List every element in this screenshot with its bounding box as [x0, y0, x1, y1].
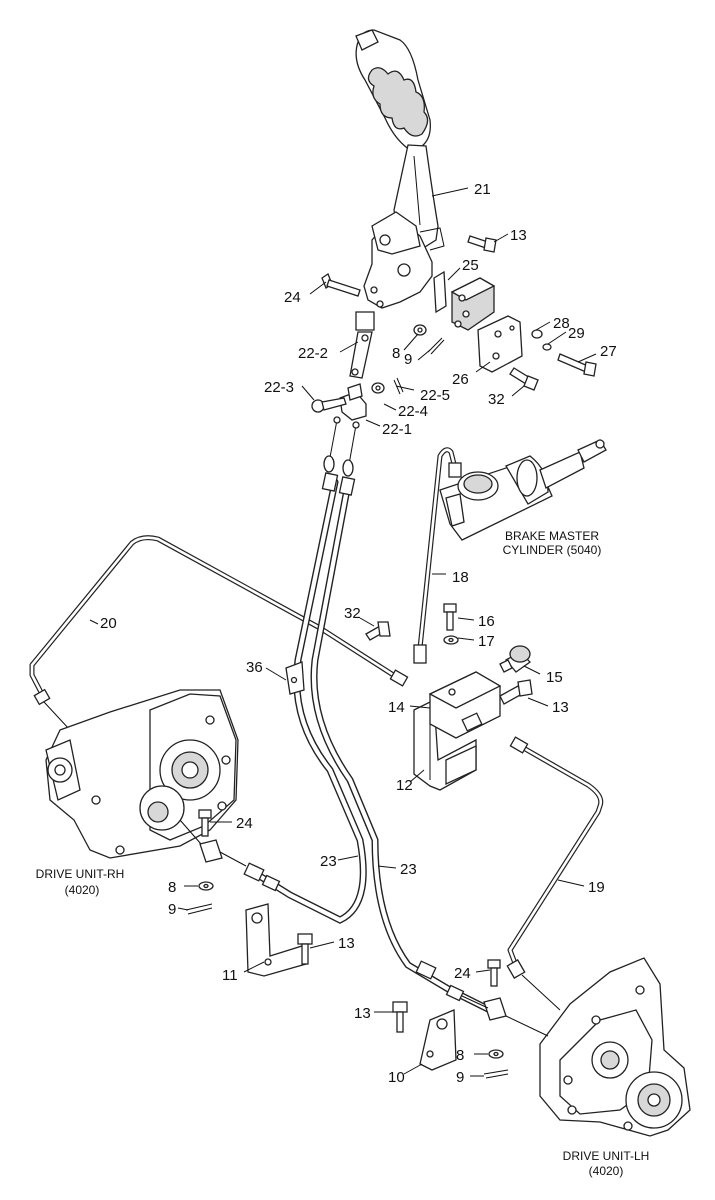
washer-22-4: [371, 382, 385, 394]
callout-32: 32: [344, 605, 361, 622]
callout-13: 13: [552, 699, 569, 716]
plate-26: [477, 315, 523, 373]
brake-master-caption-line1: BRAKE MASTER: [505, 529, 599, 543]
cable-end-rods: [321, 416, 360, 496]
bolt-32-block: [365, 621, 391, 641]
drive-unit-lh: [539, 957, 691, 1137]
part-callouts: 21 13 25 24 28 29 27 22-2 8 9 26 22-3 22…: [100, 181, 617, 1086]
parking-brake-switch: [450, 277, 496, 331]
callout-8: 8: [392, 345, 400, 362]
brake-tube-19: [506, 736, 604, 1011]
bolt-13-block: [499, 679, 533, 705]
pin-22-5: [393, 377, 404, 395]
callout-24: 24: [236, 815, 253, 832]
washer-17: [443, 635, 459, 645]
bracket-10: [419, 1009, 457, 1071]
callout-32: 32: [488, 391, 505, 408]
callout-22-3: 22-3: [264, 379, 294, 396]
bolt-32-plate: [509, 367, 539, 391]
junction-block-14: [428, 671, 502, 739]
drive-unit-rh-caption-line2: (4020): [65, 883, 100, 897]
callout-9: 9: [168, 901, 176, 918]
leader-lines: [89, 187, 597, 1077]
callout-9: 9: [404, 351, 412, 368]
cable-end-rh: [219, 851, 281, 892]
cotter-pin-9-rh: [185, 903, 213, 915]
brake-master-cylinder: [439, 439, 607, 541]
callout-15: 15: [546, 669, 563, 686]
washer-28: [531, 329, 543, 339]
bolt-16: [443, 603, 457, 631]
callout-14: 14: [388, 699, 405, 716]
brake-tube-18: [413, 447, 462, 664]
washer-8-lever: [413, 324, 427, 336]
washer-29: [542, 343, 552, 351]
callout-13: 13: [338, 935, 355, 952]
bolt-24-rh: [198, 809, 212, 837]
clevis-rh: [199, 839, 223, 863]
callout-22-2: 22-2: [298, 345, 328, 362]
drive-unit-lh-caption-line2: (4020): [589, 1164, 624, 1178]
callout-20: 20: [100, 615, 117, 632]
callout-24: 24: [454, 965, 471, 982]
callout-28: 28: [553, 315, 570, 332]
brake-tube-20: [29, 535, 409, 731]
clevis-lh: [483, 997, 507, 1021]
component-captions: BRAKE MASTER CYLINDER (5040) DRIVE UNIT-…: [36, 529, 650, 1178]
cable-end-lh: [415, 960, 549, 1037]
callout-21: 21: [474, 181, 491, 198]
callout-13: 13: [510, 227, 527, 244]
bolt-13-lever: [467, 235, 497, 253]
callout-18: 18: [452, 569, 469, 586]
callout-22-4: 22-4: [398, 403, 428, 420]
callout-8: 8: [456, 1047, 464, 1064]
callout-23: 23: [400, 861, 417, 878]
callout-27: 27: [600, 343, 617, 360]
callout-13: 13: [354, 1005, 371, 1022]
bolt-13-rh: [297, 933, 313, 965]
bolt-24-lever: [321, 273, 361, 297]
washer-8-rh: [198, 881, 214, 891]
callout-22-5: 22-5: [420, 387, 450, 404]
callout-19: 19: [588, 879, 605, 896]
callout-8: 8: [168, 879, 176, 896]
equalizer-22-1: [339, 383, 367, 421]
stoplight-switch-15: [499, 645, 532, 673]
bracket-25: [433, 270, 447, 314]
brake-cable-23-rh: [246, 478, 367, 924]
callout-26: 26: [452, 371, 469, 388]
cable-clamp-36: [285, 661, 305, 695]
bolt-24-lh: [487, 959, 501, 987]
callout-9: 9: [456, 1069, 464, 1086]
callout-23: 23: [320, 853, 337, 870]
callout-36: 36: [246, 659, 263, 676]
bolt-27: [557, 353, 597, 377]
hand-brake-lever: [349, 29, 445, 379]
callout-25: 25: [462, 257, 479, 274]
brake-master-caption-line2: CYLINDER (5040): [503, 543, 602, 557]
drive-unit-rh: [45, 689, 239, 859]
callout-11: 11: [222, 967, 238, 984]
cotter-pin-9-lh: [483, 1069, 509, 1079]
callout-10: 10: [388, 1069, 405, 1086]
callout-16: 16: [478, 613, 495, 630]
pin-22-3: [311, 397, 347, 413]
bracket-11: [245, 903, 307, 977]
cotter-pin-9-lever: [427, 337, 445, 355]
brake-cable-23-lh: [310, 480, 494, 1014]
callout-17: 17: [478, 633, 495, 650]
washer-8-lh: [488, 1049, 504, 1059]
callout-12: 12: [396, 777, 413, 794]
callout-29: 29: [568, 325, 585, 342]
bolt-13-lh: [392, 1001, 408, 1033]
callout-24: 24: [284, 289, 301, 306]
drive-unit-lh-caption-line1: DRIVE UNIT-LH: [563, 1149, 650, 1163]
callout-22-1: 22-1: [382, 421, 412, 438]
drive-unit-rh-caption-line1: DRIVE UNIT-RH: [36, 867, 125, 881]
